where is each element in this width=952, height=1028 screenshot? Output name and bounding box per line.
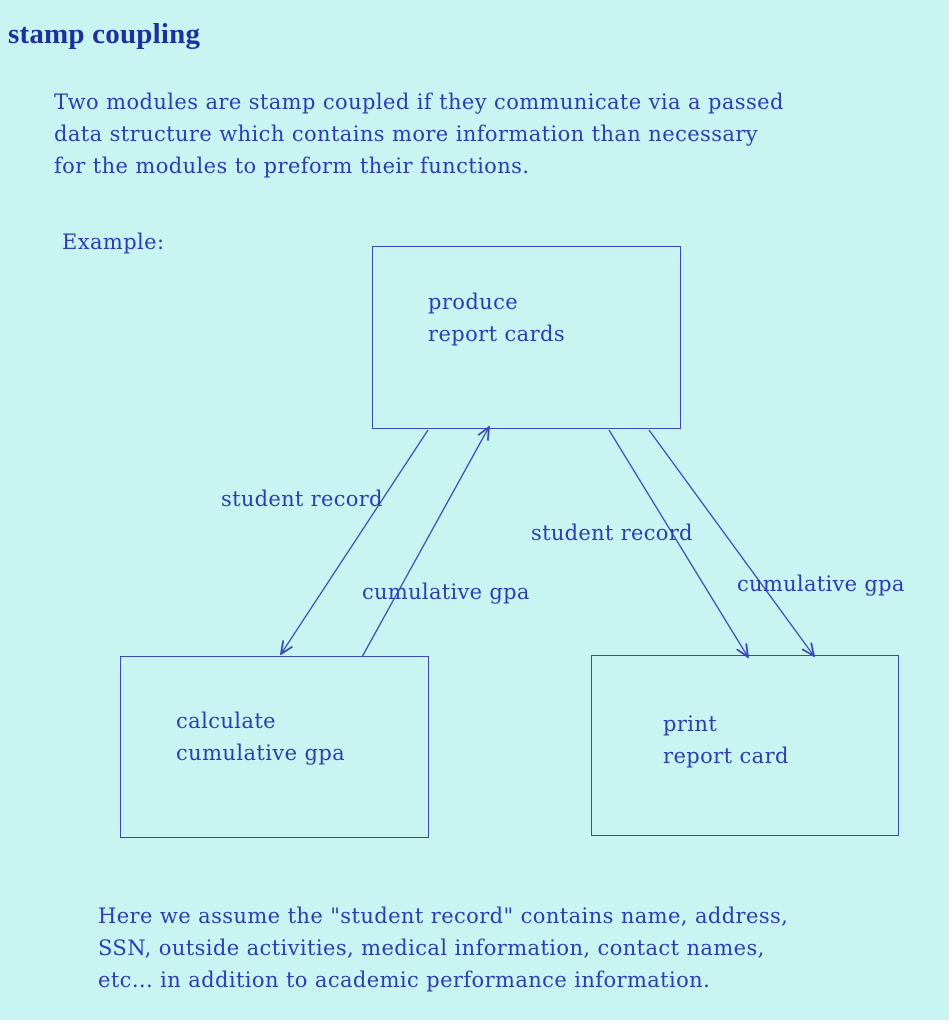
intro-paragraph: Two modules are stamp coupled if they co…	[54, 86, 784, 182]
node-label-line: print	[663, 712, 718, 736]
calculate-cumulative-gpa-label: calculate cumulative gpa	[176, 705, 345, 769]
arrow-cumulative-gpa-to-produce	[361, 427, 489, 658]
print-report-card-label: print report card	[663, 708, 789, 772]
edge-label-student-record-left: student record	[221, 487, 383, 511]
produce-report-cards-box	[372, 246, 681, 429]
node-label-line: produce	[428, 290, 519, 314]
node-label-line: report cards	[428, 322, 566, 346]
calculate-cumulative-gpa-box	[120, 656, 429, 838]
note-paragraph: Here we assume the "student record" cont…	[98, 900, 788, 996]
edge-label-student-record-right: student record	[531, 521, 693, 545]
intro-line: data structure which contains more infor…	[54, 122, 759, 146]
node-label-line: report card	[663, 744, 789, 768]
intro-line: for the modules to preform their functio…	[54, 154, 530, 178]
arrow-student-record-to-calculate	[281, 429, 429, 654]
page-title: stamp coupling	[8, 18, 201, 50]
note-line: etc... in addition to academic performan…	[98, 968, 711, 992]
edge-label-cumulative-gpa-right: cumulative gpa	[737, 572, 905, 596]
note-line: SSN, outside activities, medical informa…	[98, 936, 765, 960]
produce-report-cards-label: produce report cards	[428, 286, 565, 350]
node-label-line: calculate	[176, 709, 276, 733]
edge-label-cumulative-gpa-left: cumulative gpa	[362, 580, 530, 604]
intro-line: Two modules are stamp coupled if they co…	[54, 90, 784, 114]
note-line: Here we assume the "student record" cont…	[98, 904, 789, 928]
node-label-line: cumulative gpa	[176, 741, 346, 765]
example-label: Example:	[62, 230, 165, 254]
